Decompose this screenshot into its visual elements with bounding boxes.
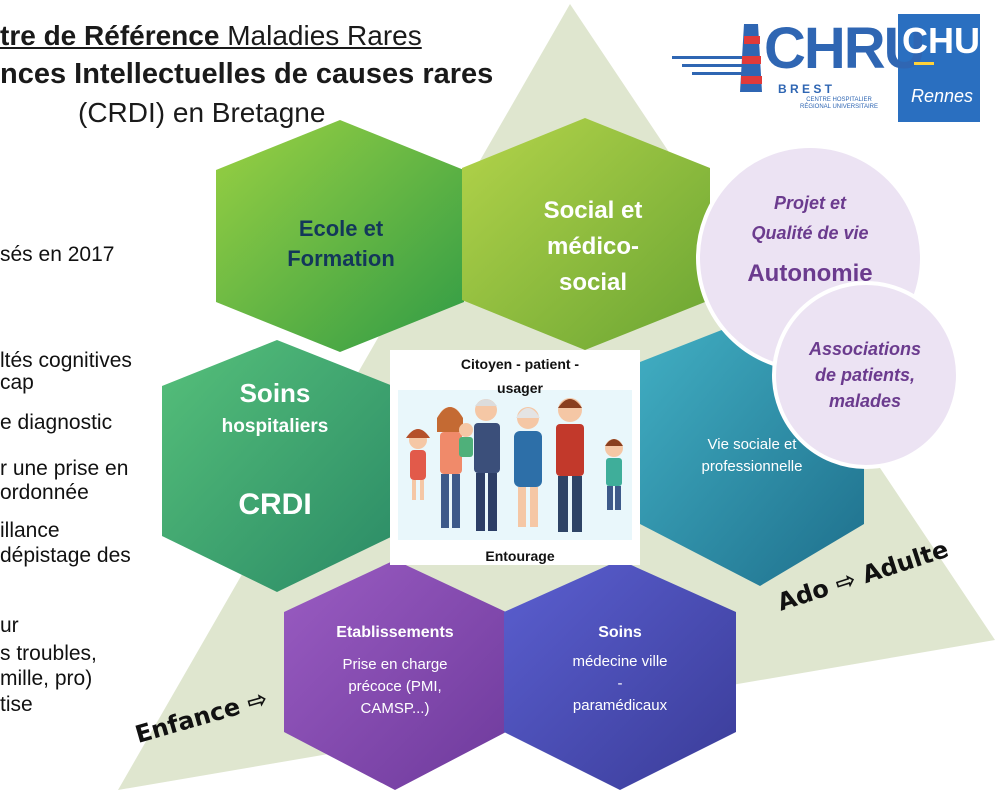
left-text-9: ur [0,614,19,637]
hex-etab-sub: Prise en charge précoce (PMI, CAMSP...) [342,656,448,717]
hex-crdi-label: CRDI [238,488,312,521]
circle-autonomie-label: Autonomie [747,260,873,287]
hex-vie-sociale-label: Vie sociale et professionnelle [701,436,803,475]
title-line-2: nces Intellectuelles de causes rares [0,58,494,90]
chu-logo-rennes: Rennes [910,86,974,106]
hex-social [462,118,710,350]
hex-soins-title: Soins [598,624,642,641]
hex-soins [504,560,736,790]
chu-logo-letters: CHU [902,20,980,61]
hex-ecole-label: Ecole et Formation [287,216,395,271]
hex-soins-hosp-sub: hospitaliers [221,416,329,437]
hex-soins-hosp-title: Soins [239,378,311,408]
chru-logo-graphic [672,24,762,92]
hex-social-label: Social et médico- social [543,197,643,296]
hex-soins-hospitaliers [162,340,393,592]
circle-associations [772,281,960,469]
circle-associations-label: Associations de patients, malades [808,339,922,411]
title-line-1: tre de Référence Maladies Rares [0,20,422,52]
chu-logo-dash [914,62,934,65]
hex-etablissements [284,560,506,790]
left-text-1: sés en 2017 [0,243,115,266]
left-text-2: ltés cognitives [0,349,132,372]
left-text-8: dépistage des [0,544,131,567]
left-text-10: s troubles, [0,642,97,665]
left-text-5: r une prise en [0,457,129,480]
center-top-label: Citoyen - patient - usager [460,356,580,396]
hex-etab-title: Etablissements [336,624,454,641]
chu-logo-box [898,14,980,122]
title-maladies: Maladies Rares [219,20,422,51]
circle-projet-label: Projet et Qualité de vie [751,193,869,243]
title-centre: tre de Référence [0,20,220,51]
family-illustration [406,398,623,532]
left-text-4: e diagnostic [0,411,113,434]
chru-logo-subtitle: CENTRE HOSPITALIER RÉGIONAL UNIVERSITAIR… [800,97,879,110]
left-text-7: illance [0,519,60,542]
left-text-6: ordonnée [0,481,89,504]
hex-soins-sub: médecine ville - paramédicaux [572,653,668,714]
hex-ecole [216,120,464,352]
left-text-12: tise [0,693,33,716]
center-bottom-label: Entourage [485,548,555,564]
title-line-3: (CRDI) en Bretagne [78,97,326,128]
chru-logo-letters: CHRU [764,16,926,81]
left-text-11: mille, pro) [0,667,93,690]
left-text-3: cap [0,371,34,394]
chru-logo-brest: B R E S T [778,82,833,96]
